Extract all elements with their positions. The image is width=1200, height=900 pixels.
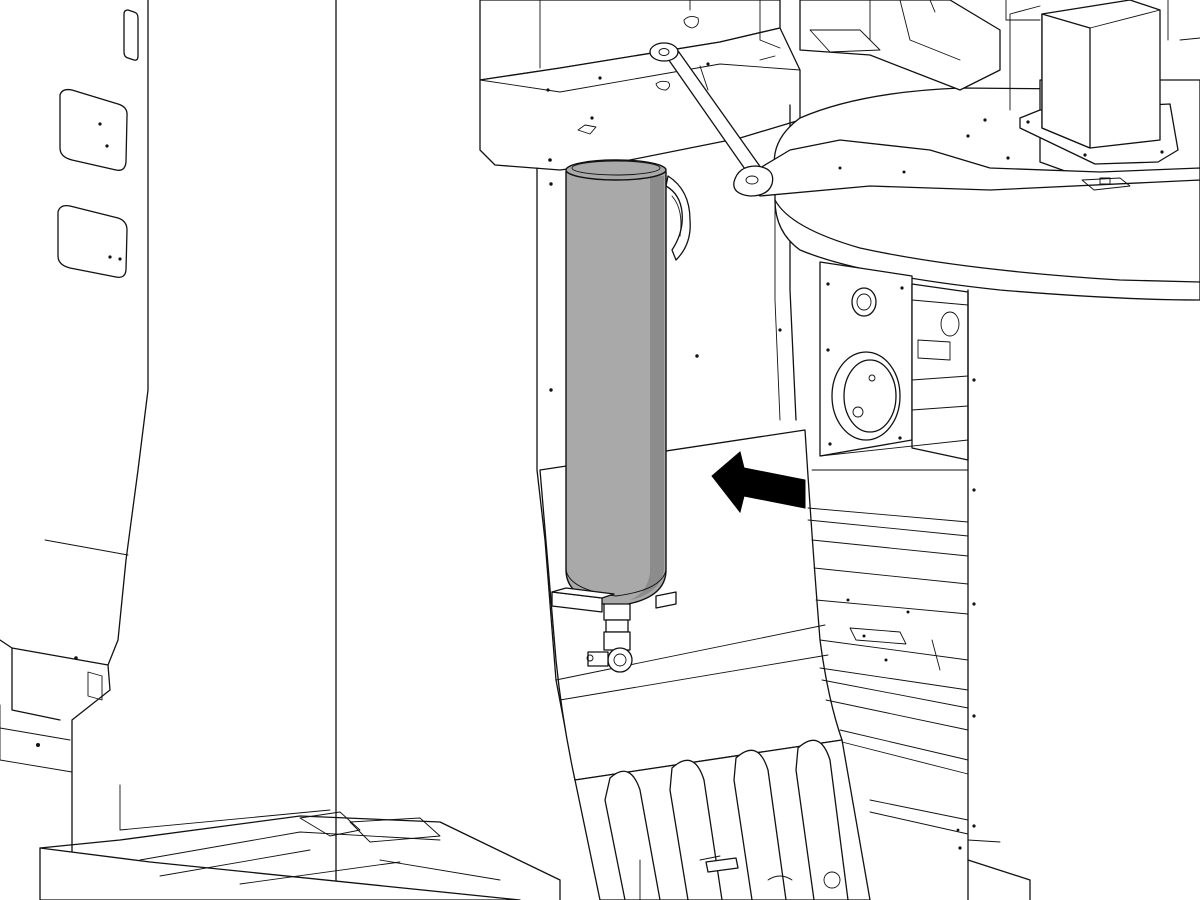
cabinet-panel-middle: [59, 88, 128, 171]
motor-box: [1009, 0, 1200, 165]
connecting-rod: [649, 42, 774, 197]
top-frame: [759, 0, 1041, 91]
arrow-shape: [711, 451, 806, 514]
gas-cylinder: [551, 159, 691, 673]
machine-base: [39, 811, 561, 900]
cylinder-shading: [630, 176, 664, 600]
cabinet-panel-lower: [57, 204, 128, 278]
cylinder-top-cap: [565, 159, 667, 181]
far-right-stand: [956, 828, 1031, 900]
right-housing: [811, 261, 976, 900]
arrow-left-icon: [711, 451, 806, 514]
upper-bracket: [479, 0, 801, 171]
left-cabinet: [0, 0, 337, 900]
right-rails: [807, 507, 969, 835]
linkage-plate: [739, 139, 1200, 197]
lower-chutes: [574, 739, 871, 900]
cabinet-panel-top: [123, 9, 139, 61]
